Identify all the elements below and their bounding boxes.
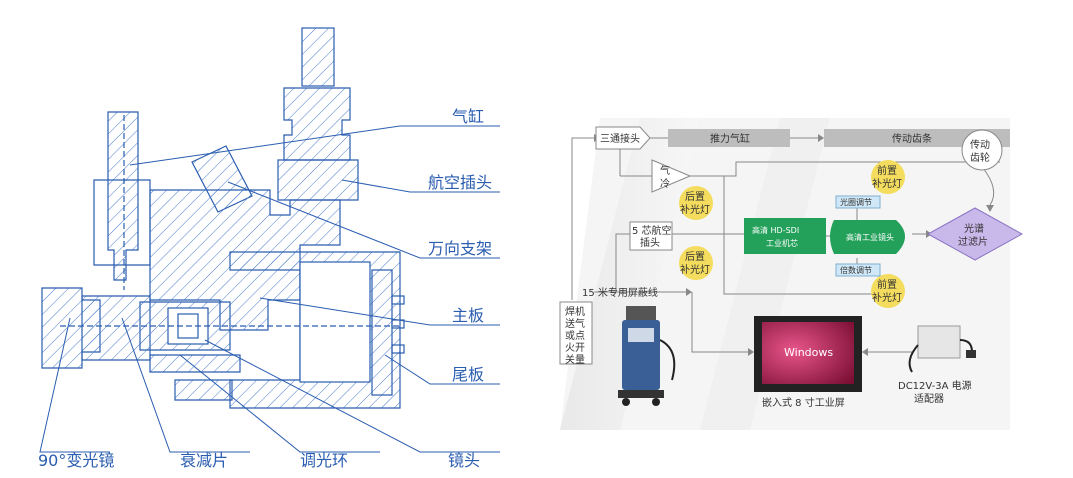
svg-text:前置: 前置 (877, 278, 897, 291)
label-attenuator: 衰减片 (180, 451, 228, 470)
air-cool-l1: 气 (660, 164, 670, 177)
hd-core-box (744, 218, 826, 254)
welder-box (559, 301, 593, 365)
power-adapter-l1: DC12V-3A 电源 (898, 379, 972, 392)
svg-text:后置: 后置 (685, 251, 705, 263)
power-adapter-l2: 适配器 (914, 393, 944, 405)
cylinder-body (283, 87, 351, 161)
industrial-screen: Windows (754, 316, 862, 392)
zoom-adjust-label: 倍数调节 (840, 265, 872, 275)
rear-light-2: 后置 补光灯 (679, 246, 713, 280)
svg-text:送气: 送气 (565, 317, 585, 330)
spectral-filter-l2: 过滤片 (958, 235, 988, 248)
spectral-filter-diamond (926, 207, 1024, 261)
power-adapter-illustration (908, 325, 976, 373)
aviation-5core-l1: 5 芯航空 (632, 224, 672, 237)
aviation-plug-body (277, 159, 359, 201)
aperture-adjust-label: 光圈调节 (840, 197, 872, 207)
label-aviation-plug: 航空插头 (428, 173, 492, 192)
svg-text:后置: 后置 (685, 191, 705, 203)
push-cylinder-label: 推力气缸 (710, 132, 750, 145)
svg-text:火开: 火开 (565, 342, 585, 354)
drive-gear-l2: 齿轮 (970, 151, 990, 164)
hd-core-l1: 高清 HD-SDI (752, 225, 799, 235)
zoom-adjust-box (835, 263, 881, 277)
leader-lines (39, 125, 500, 453)
svg-text:焊机: 焊机 (565, 305, 585, 318)
system-diagram: 三通接头 推力气缸 传动齿条 传动 齿轮 气 冷 后置 补光灯 后置 补光灯 前… (559, 118, 1024, 430)
housing-cavity (299, 261, 371, 383)
drive-gear-l1: 传动 (970, 139, 990, 151)
welding-machine-illustration (618, 306, 676, 406)
screen-caption: 嵌入式 8 寸工业屏 (762, 396, 845, 409)
push-cylinder-box (668, 129, 790, 147)
screen-logo: Windows (784, 346, 833, 359)
svg-text:补光灯: 补光灯 (872, 291, 902, 304)
cross-section-drawing (41, 27, 405, 409)
aviation-5core-box (629, 221, 673, 251)
spectral-filter-l1: 光谱 (964, 222, 984, 235)
left-labels: 气缸 航空插头 万向支架 主板 尾板 90°变光镜 衰减片 调光环 镜头 (38, 107, 492, 470)
aviation-5core-l2: 插头 (640, 236, 660, 249)
label-cylinder: 气缸 (452, 107, 484, 126)
tail-plate (371, 269, 393, 396)
label-dimmer-ring: 调光环 (300, 451, 348, 470)
vertical-shaft (107, 111, 139, 281)
svg-text:关量: 关量 (565, 353, 585, 366)
label-gimbal-bracket: 万向支架 (428, 239, 492, 258)
air-cool-l2: 冷 (660, 177, 670, 190)
rear-light-1: 后置 补光灯 (679, 186, 713, 220)
svg-text:补光灯: 补光灯 (680, 263, 710, 276)
shield-cable-label: 15 米专用屏蔽线 (582, 286, 658, 299)
aperture-adjust-box (835, 195, 881, 209)
cylinder-tube (301, 27, 335, 87)
front-light-1: 前置 补光灯 (871, 160, 905, 194)
front-light-2: 前置 补光灯 (871, 274, 905, 308)
three-way-joint: 三通接头 (600, 132, 640, 145)
svg-text:补光灯: 补光灯 (680, 203, 710, 216)
industrial-lens-label: 高清工业镜头 (846, 232, 894, 242)
svg-text:补光灯: 补光灯 (872, 177, 902, 190)
label-tail-plate: 尾板 (452, 365, 484, 384)
air-cool-triangle (651, 159, 692, 193)
industrial-lens-shape (830, 220, 905, 254)
gear-bar-label: 传动齿条 (892, 132, 932, 145)
svg-text:或点: 或点 (565, 330, 585, 342)
hd-core-l2: 工业机芯 (766, 238, 798, 248)
svg-text:前置: 前置 (877, 164, 897, 177)
dimmer-ring-body (149, 354, 241, 373)
label-main-board: 主板 (452, 306, 484, 325)
drive-gear-circle (961, 129, 1003, 171)
label-mirror-90: 90°变光镜 (38, 451, 114, 470)
label-lens: 镜头 (448, 451, 480, 470)
